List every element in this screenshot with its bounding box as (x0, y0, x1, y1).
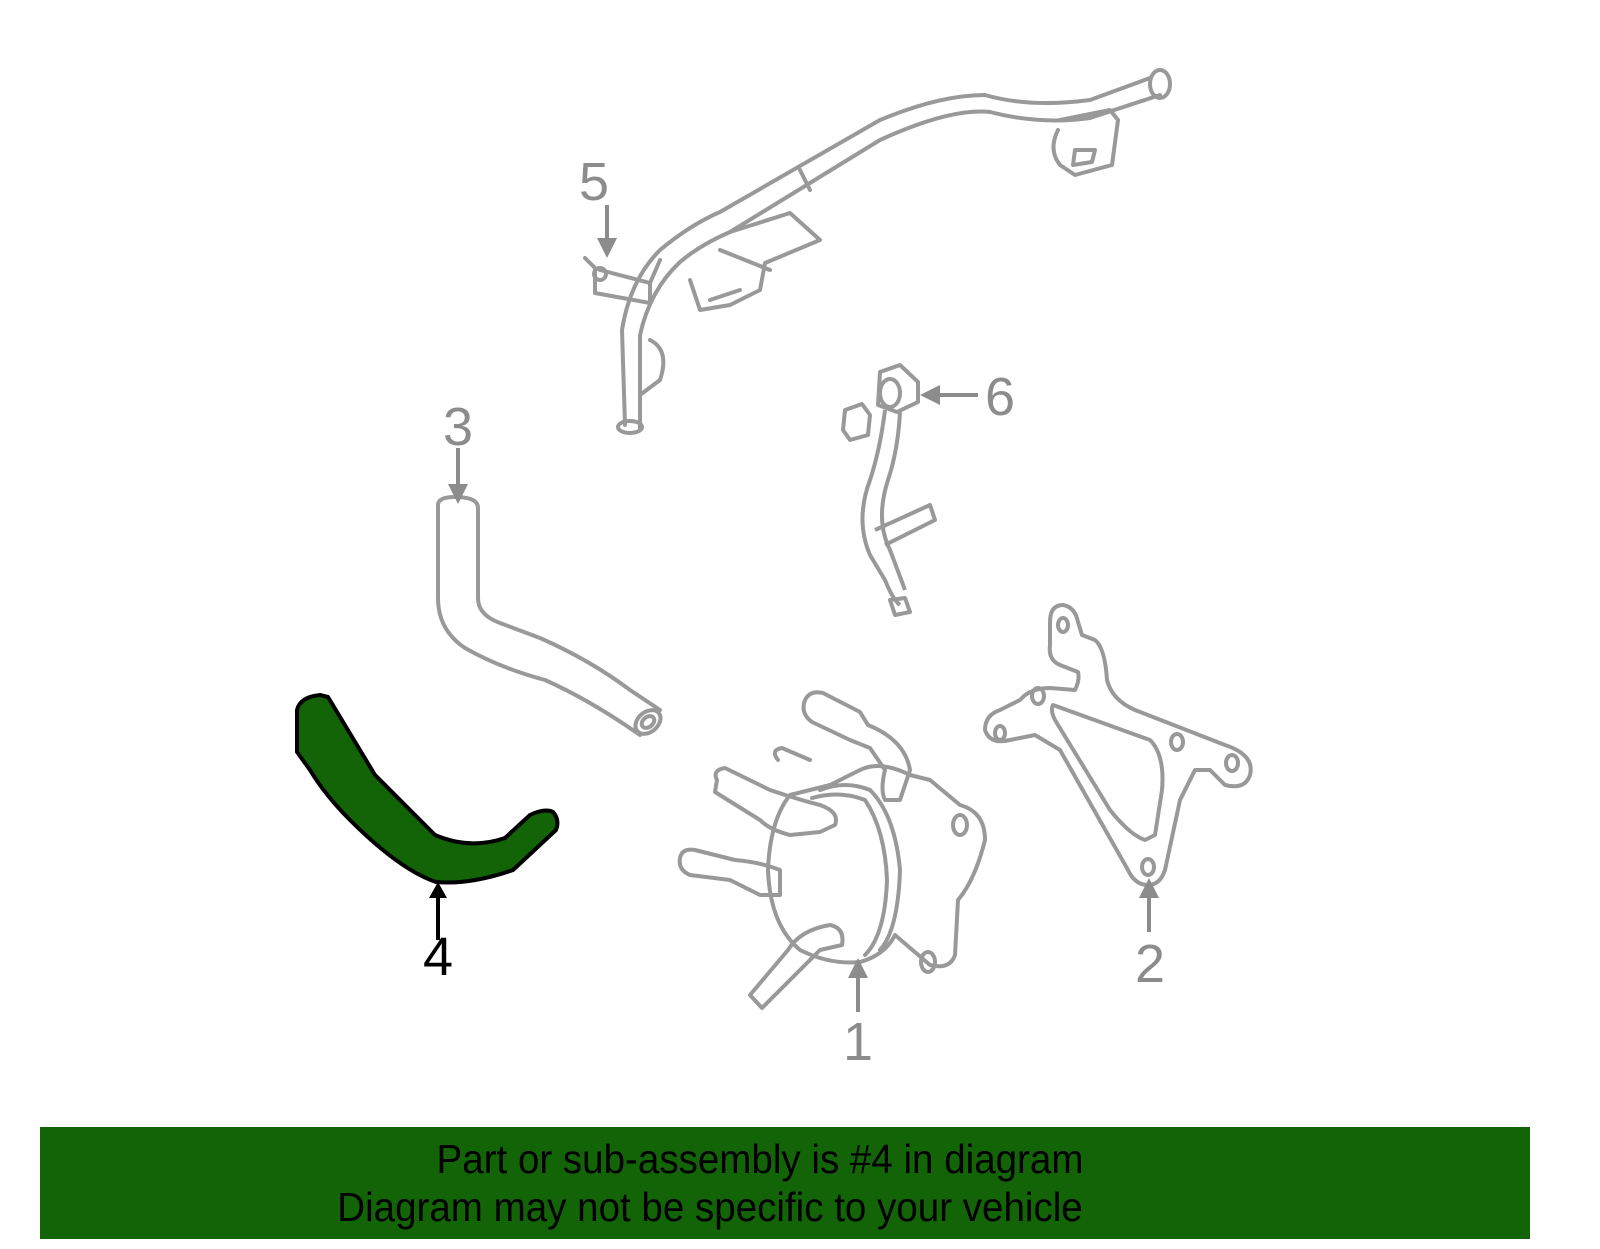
part-4-hose-highlighted[interactable] (295, 693, 560, 885)
part-5-pipe[interactable] (583, 68, 1172, 435)
part-3-hose[interactable] (436, 495, 665, 739)
callout-1[interactable]: 1 (843, 1012, 873, 1072)
callout-4[interactable]: 4 (423, 927, 453, 987)
banner-line-disclaimer: Diagram may not be specific to your vehi… (337, 1184, 1083, 1230)
banner-line-part-number: Part or sub-assembly is #4 in diagram (436, 1136, 1084, 1182)
info-banner: Part or sub-assembly is #4 in diagram Di… (40, 1127, 1530, 1239)
callout-5[interactable]: 5 (579, 152, 609, 212)
part-1-oil-cooler[interactable] (677, 690, 987, 1010)
callout-2[interactable]: 2 (1135, 934, 1165, 994)
part-6-bracket[interactable] (841, 363, 937, 617)
callout-6[interactable]: 6 (985, 367, 1015, 427)
callout-4-arrowhead (429, 882, 447, 898)
callout-3[interactable]: 3 (443, 397, 473, 457)
part-2-bracket[interactable] (983, 603, 1253, 887)
